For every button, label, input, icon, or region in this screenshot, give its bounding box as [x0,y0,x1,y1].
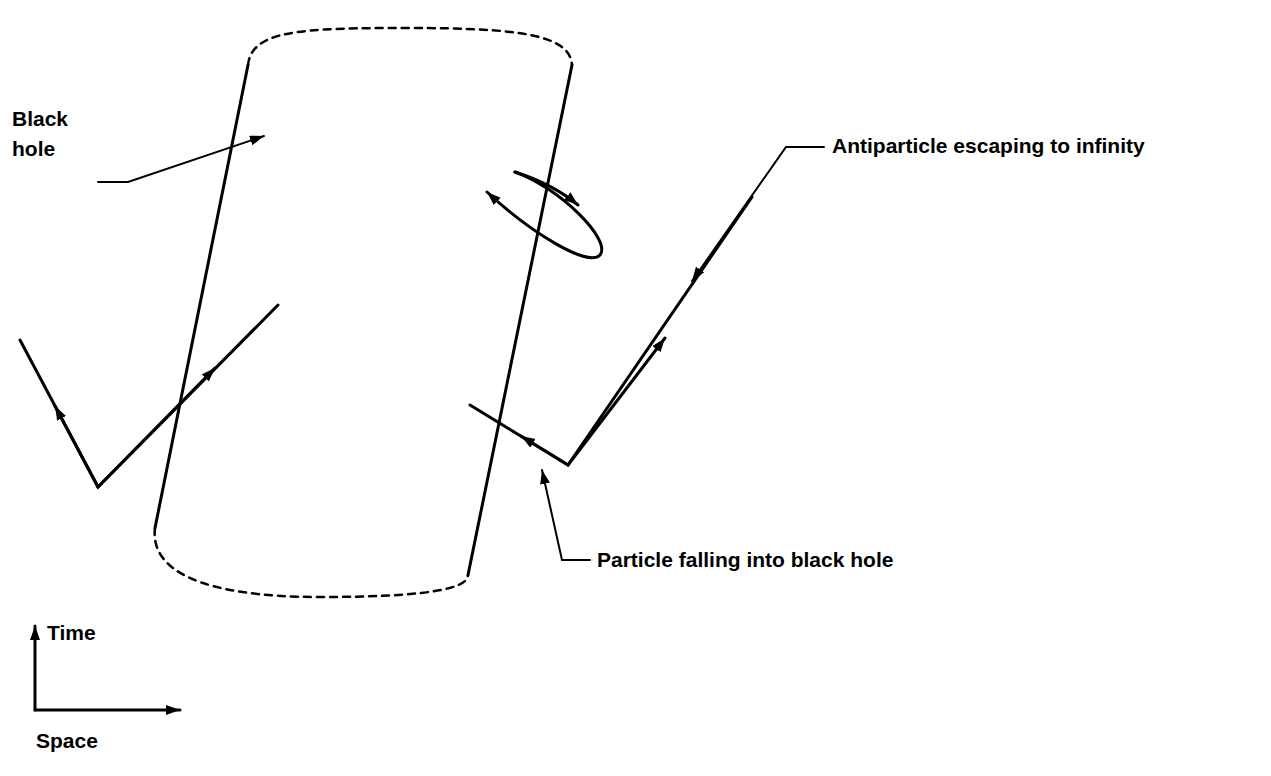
arrow-head [568,338,665,465]
space-axis [35,709,180,712]
time-axis-label: Time [47,618,96,648]
space-axis-label: Space [36,726,98,756]
leader-line [542,470,590,560]
arrow-head [521,436,568,465]
horizon-left-edge [155,65,248,528]
horizon-top-dashed [248,28,572,65]
particle-label: Particle falling into black hole [597,545,893,575]
antiparticle-label: Antiparticle escaping to infinity [832,131,1145,161]
leader-line [692,147,824,281]
rotation-arrow [487,172,602,258]
horizon-bottom-dashed [155,528,468,597]
time-axis [34,626,37,710]
arrow-head [98,368,215,487]
leader-line [98,136,264,182]
black-hole-label: Black hole [12,104,82,165]
pair-worldlines-left [20,305,278,487]
horizon-right-edge [468,65,572,575]
arrow-head [55,406,98,487]
arrow-head [515,172,578,205]
pair-worldlines-right [470,197,752,465]
